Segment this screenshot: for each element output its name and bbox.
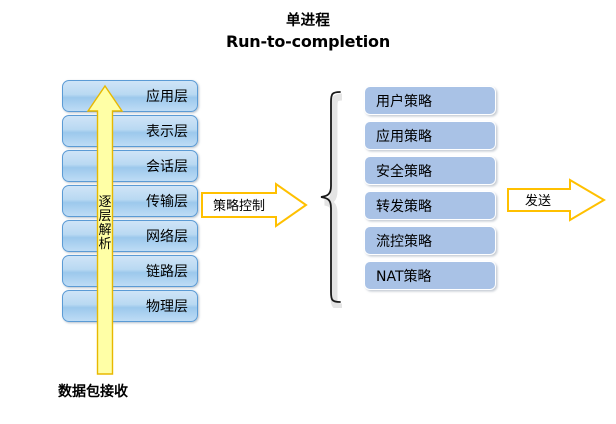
packet-receive-caption: 数据包接收 — [58, 384, 128, 400]
policy-control-arrow-shape — [201, 182, 308, 228]
send-arrow-label: 发送 — [524, 194, 551, 209]
osi-layer-box[interactable]: 物理层 — [62, 290, 198, 322]
osi-layer-box[interactable]: 表示层 — [62, 115, 198, 147]
osi-layer-box[interactable]: 应用层 — [62, 80, 198, 112]
up-arrow-label: 逐 层 解 析 — [86, 195, 124, 253]
send-arrow: 发送 — [506, 177, 606, 223]
policy-item[interactable]: 流控策略 — [364, 226, 496, 255]
osi-layer-label: 物理层 — [146, 299, 188, 315]
osi-layer-stack: 应用层 表示层 会话层 传输层 网络层 链路层 物理层 — [62, 80, 198, 325]
policy-item-label: NAT策略 — [376, 268, 432, 285]
osi-layer-box[interactable]: 传输层 — [62, 185, 198, 217]
osi-layer-box[interactable]: 网络层 — [62, 220, 198, 252]
policy-item-label: 转发策略 — [376, 198, 432, 215]
grouping-brace-shadow — [324, 93, 342, 308]
osi-layer-label: 会话层 — [146, 159, 188, 175]
osi-layer-label: 链路层 — [146, 264, 188, 280]
policy-item[interactable]: 应用策略 — [364, 121, 496, 150]
policy-item-label: 应用策略 — [376, 128, 432, 145]
osi-layer-box[interactable]: 会话层 — [62, 150, 198, 182]
title-line-chinese: 单进程 — [285, 13, 331, 29]
policy-item[interactable]: 转发策略 — [364, 191, 496, 220]
osi-layer-label: 应用层 — [146, 89, 188, 105]
policy-item[interactable]: 用户策略 — [364, 86, 496, 115]
up-arrow-char: 层 — [98, 209, 112, 225]
up-arrow-char: 逐 — [98, 195, 112, 210]
policy-control-arrow-label: 策略控制 — [212, 199, 265, 214]
osi-layer-box[interactable]: 链路层 — [62, 255, 198, 287]
policy-control-arrow: 策略控制 — [200, 182, 308, 228]
up-arrow-char: 析 — [98, 237, 112, 253]
osi-layer-label: 表示层 — [146, 124, 188, 140]
policy-item-label: 安全策略 — [376, 163, 432, 180]
policy-item[interactable]: NAT策略 — [364, 261, 496, 290]
policy-item-label: 流控策略 — [376, 233, 432, 250]
osi-layer-label: 传输层 — [146, 194, 188, 210]
policy-list: 用户策略 应用策略 安全策略 转发策略 流控策略 NAT策略 — [364, 86, 496, 296]
grouping-brace — [316, 88, 342, 308]
policy-item[interactable]: 安全策略 — [364, 156, 496, 185]
up-arrow-char: 解 — [98, 223, 112, 239]
up-arrow: 逐 层 解 析 — [86, 84, 124, 376]
grouping-brace-path — [320, 91, 341, 303]
send-arrow-shape — [507, 178, 606, 222]
title-line-english: Run-to-completion — [225, 32, 391, 52]
up-arrow-shape — [86, 84, 124, 375]
diagram-title: 单进程 Run-to-completion — [0, 12, 616, 52]
osi-layer-label: 网络层 — [146, 229, 188, 245]
policy-item-label: 用户策略 — [376, 93, 432, 110]
